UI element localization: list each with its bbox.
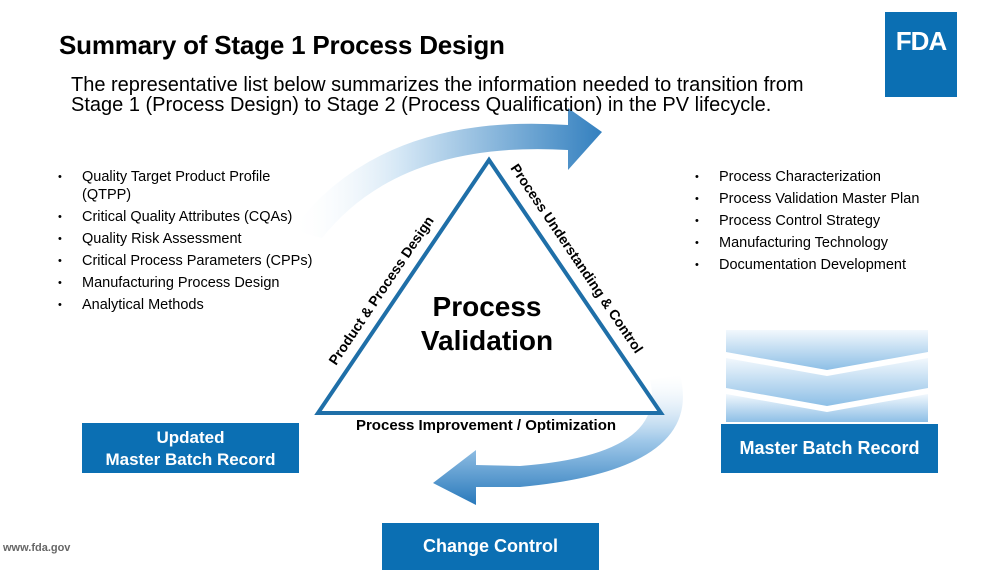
validation-triangle bbox=[314, 156, 665, 415]
footer-url: www.fda.gov bbox=[3, 542, 71, 554]
fda-logo-text: FDA bbox=[895, 26, 947, 56]
change-control-box: Change Control bbox=[382, 523, 599, 570]
stage1-outputs-list: Process Characterization Process Validat… bbox=[695, 168, 965, 278]
fda-logo: FDA bbox=[885, 12, 957, 97]
list-item: Critical Quality Attributes (CQAs) bbox=[58, 208, 318, 226]
triangle-bottom-label: Process Improvement / Optimization bbox=[356, 417, 616, 434]
list-item: Process Control Strategy bbox=[695, 212, 965, 230]
master-batch-record-box: Master Batch Record bbox=[721, 424, 938, 473]
page-title: Summary of Stage 1 Process Design bbox=[59, 30, 505, 60]
triangle-center-line2: Validation bbox=[421, 325, 553, 356]
triangle-center-line1: Process bbox=[433, 291, 542, 322]
updated-box-line1: Updated bbox=[156, 428, 225, 447]
list-item: Process Characterization bbox=[695, 168, 965, 186]
bottom-cycle-arrow bbox=[433, 375, 683, 505]
list-item: Quality Target Product Profile (QTPP) bbox=[58, 168, 318, 204]
list-item: Analytical Methods bbox=[58, 296, 318, 314]
list-item: Quality Risk Assessment bbox=[58, 230, 318, 248]
stage1-inputs-list: Quality Target Product Profile (QTPP) Cr… bbox=[58, 168, 318, 318]
list-item: Manufacturing Process Design bbox=[58, 274, 318, 292]
updated-box-line2: Master Batch Record bbox=[105, 450, 276, 469]
updated-master-batch-record-box: Updated Master Batch Record bbox=[82, 423, 299, 473]
list-item: Manufacturing Technology bbox=[695, 234, 965, 252]
list-item: Documentation Development bbox=[695, 256, 965, 274]
downward-chevrons bbox=[726, 330, 928, 422]
page-subtitle: The representative list below summarizes… bbox=[71, 74, 804, 116]
list-item: Critical Process Parameters (CPPs) bbox=[58, 252, 318, 270]
top-cycle-arrow bbox=[292, 108, 602, 238]
list-item: Process Validation Master Plan bbox=[695, 190, 965, 208]
